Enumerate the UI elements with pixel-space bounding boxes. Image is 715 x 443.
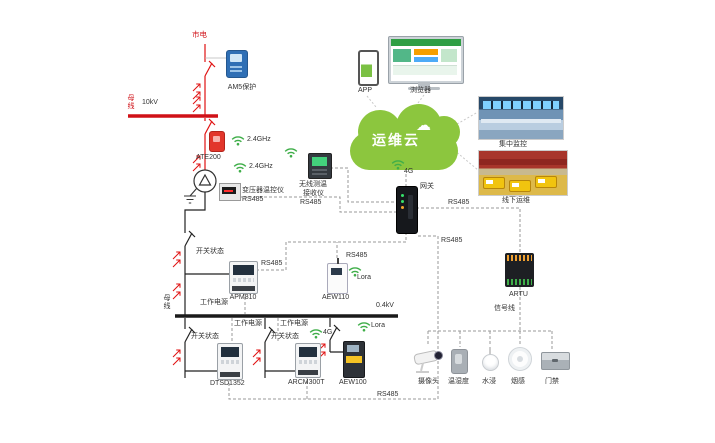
camera-device xyxy=(413,346,444,376)
signal-line-label: 信号线 xyxy=(494,305,515,312)
aew100-device xyxy=(343,341,365,378)
app-label: APP xyxy=(358,87,373,94)
browser-label: 浏览器 xyxy=(410,87,431,94)
temp-humidity-sensor-device xyxy=(451,349,468,374)
wifi-icon-2-4ghz-upper xyxy=(231,133,245,146)
arcm300t-label: ARCM300T xyxy=(288,379,325,386)
camera-label: 摄像头 xyxy=(418,378,439,385)
ops-banner xyxy=(479,159,567,165)
wireless-receiver-device xyxy=(308,153,332,179)
protection-relay-device xyxy=(226,50,248,78)
door-sensor-device xyxy=(541,352,570,370)
band-upper-label: 2.4GHz xyxy=(247,136,271,143)
field-ops-photo xyxy=(478,150,568,196)
mains-label: 市电 xyxy=(192,30,207,39)
rs485-bottom-bus-label: RS485 xyxy=(377,391,399,398)
transformer-controller-bus-label: RS485 xyxy=(242,196,264,203)
apm-bus-label: RS485 xyxy=(261,260,283,267)
ct-symbol xyxy=(172,349,181,366)
wifi-icon-4g-arcm xyxy=(309,326,323,339)
app-phone-icon xyxy=(358,50,379,86)
uplink-4g-label: 4G xyxy=(404,168,414,175)
wifi-icon-lora-aew100 xyxy=(357,319,371,332)
hv-busbar-label: 母线 xyxy=(127,94,135,110)
smoke-label: 烟感 xyxy=(511,378,525,385)
gateway-label: 网关 xyxy=(420,183,434,190)
camera-lens-icon xyxy=(434,351,443,360)
cloud-icon: ☁ xyxy=(416,117,431,134)
lv-busbar-label: 母线 xyxy=(163,294,171,310)
lv-voltage-label: 0.4kV xyxy=(376,302,394,309)
dtsd1352-label: DTSD1352 xyxy=(210,380,245,387)
dtsd1352-meter-device xyxy=(217,343,243,380)
control-room-screens xyxy=(483,101,559,109)
monitor-screen xyxy=(391,39,461,81)
work-power-2-label: 工作电源 xyxy=(280,320,308,327)
ct-symbol xyxy=(252,349,261,366)
aew110-device xyxy=(327,258,348,294)
ops-van xyxy=(535,176,557,188)
cloud-label: 运维云 xyxy=(372,132,420,148)
hv-voltage-label: 10kV xyxy=(142,99,158,106)
control-room-desk xyxy=(481,119,561,123)
browser-monitor-device xyxy=(388,36,464,84)
apm810-meter-device xyxy=(229,261,258,294)
ops-van xyxy=(509,180,531,192)
ct-symbol xyxy=(192,96,201,113)
radio-lora-label: Lora xyxy=(371,322,386,329)
ops-van xyxy=(483,177,505,189)
ops-cloud-shape: 运维云 ☁ xyxy=(348,102,462,175)
radio-4g-label: 4G xyxy=(323,329,333,336)
central-monitoring-label: 集中监控 xyxy=(499,141,527,148)
comm-lines xyxy=(228,167,553,400)
aew110-label: AEW110 xyxy=(322,294,350,301)
transformer-symbol xyxy=(193,169,217,193)
transformer-controller-label: 变压器温控仪 xyxy=(242,187,284,194)
central-monitoring-photo xyxy=(478,96,564,140)
wifi-icon-lora-aew110 xyxy=(348,264,362,277)
receiver-label-2: 接收仪 xyxy=(303,190,324,197)
artu-device xyxy=(505,253,534,287)
rs485-riser-label: RS485 xyxy=(441,237,463,244)
switch-state-1-label: 开关状态 xyxy=(191,333,219,340)
breaker-symbol-feeder xyxy=(184,230,196,247)
monitor-base xyxy=(408,87,440,90)
lv-circuit xyxy=(184,192,343,378)
work-power-top-label: 工作电源 xyxy=(200,299,228,306)
rs485-artu-label: RS485 xyxy=(448,199,470,206)
wifi-icon-4g-gateway xyxy=(391,157,405,170)
feeder-switch-state-label: 开关状态 xyxy=(196,248,224,255)
door-label: 门禁 xyxy=(545,378,559,385)
switch-state-2-label: 开关状态 xyxy=(271,333,299,340)
apm810-label: APM810 xyxy=(229,294,257,301)
ground-symbol xyxy=(184,187,198,204)
aew110-lora-label: Lora xyxy=(357,274,372,281)
field-ops-label: 线下运维 xyxy=(502,197,530,204)
water-sensor-device xyxy=(481,347,499,374)
ct-symbol xyxy=(172,251,181,268)
relay-label: AM5保护 xyxy=(227,84,257,91)
receiver-bus-label: RS485 xyxy=(300,199,322,206)
transformer-controller-device xyxy=(219,183,241,201)
work-power-1-label: 工作电源 xyxy=(234,320,262,327)
arcm300t-meter-device xyxy=(295,343,321,378)
monitor-stand xyxy=(418,82,430,87)
ct-symbol xyxy=(172,283,181,300)
temp-humidity-label: 温湿度 xyxy=(448,378,469,385)
aew100-label: AEW100 xyxy=(339,379,367,386)
aew110-bus-label: RS485 xyxy=(346,252,368,259)
wifi-icon-receiver xyxy=(284,145,298,158)
band-lower-label: 2.4GHz xyxy=(249,163,273,170)
gateway-device xyxy=(396,186,418,234)
ate200-label: ATE200 xyxy=(196,154,221,161)
ate200-sensor-device xyxy=(209,131,225,152)
smoke-sensor-device xyxy=(508,347,532,371)
receiver-label-1: 无线测温 xyxy=(299,181,327,188)
breaker-symbol-hv-1 xyxy=(204,60,216,77)
wifi-icon-2-4ghz-lower xyxy=(233,160,247,173)
artu-label: ARTU xyxy=(509,291,528,298)
water-label: 水浸 xyxy=(482,378,496,385)
